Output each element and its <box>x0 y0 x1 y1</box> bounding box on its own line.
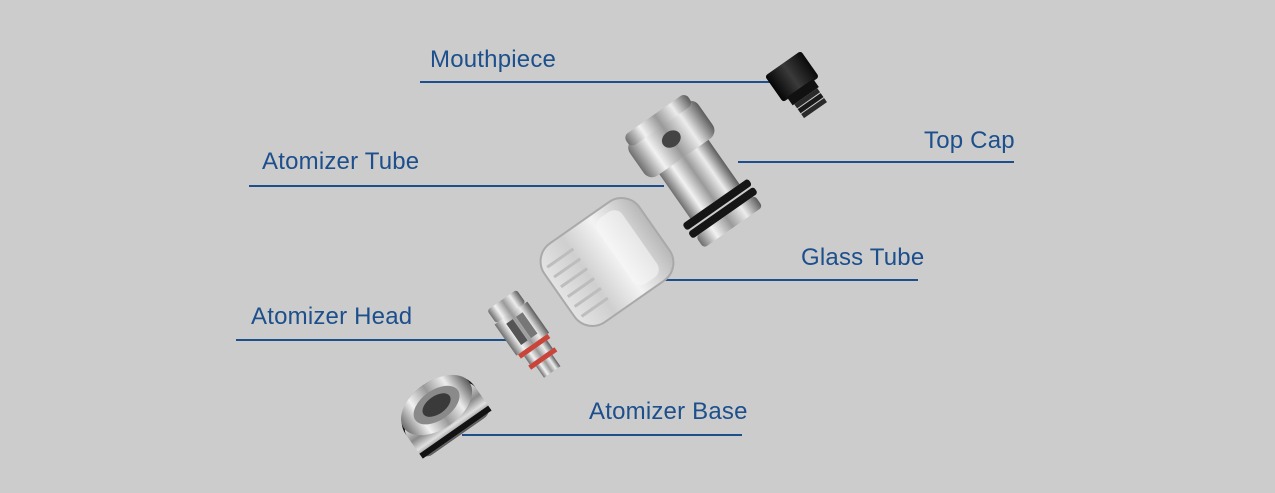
top-cap-and-atomizer-tube-illustration <box>625 95 762 247</box>
label-glass-tube: Glass Tube <box>801 244 925 271</box>
atomizer-base-illustration <box>401 374 492 459</box>
leader-lines <box>236 81 1014 436</box>
label-mouthpiece: Mouthpiece <box>430 46 557 73</box>
label-atomizer-head: Atomizer Head <box>251 303 413 330</box>
atomizer-head-illustration <box>488 290 561 378</box>
label-atomizer-tube: Atomizer Tube <box>262 148 420 175</box>
mouthpiece-illustration <box>765 51 827 119</box>
glass-tube-illustration <box>539 197 675 327</box>
label-atomizer-base: Atomizer Base <box>589 398 748 425</box>
label-top-cap: Top Cap <box>924 127 1015 154</box>
